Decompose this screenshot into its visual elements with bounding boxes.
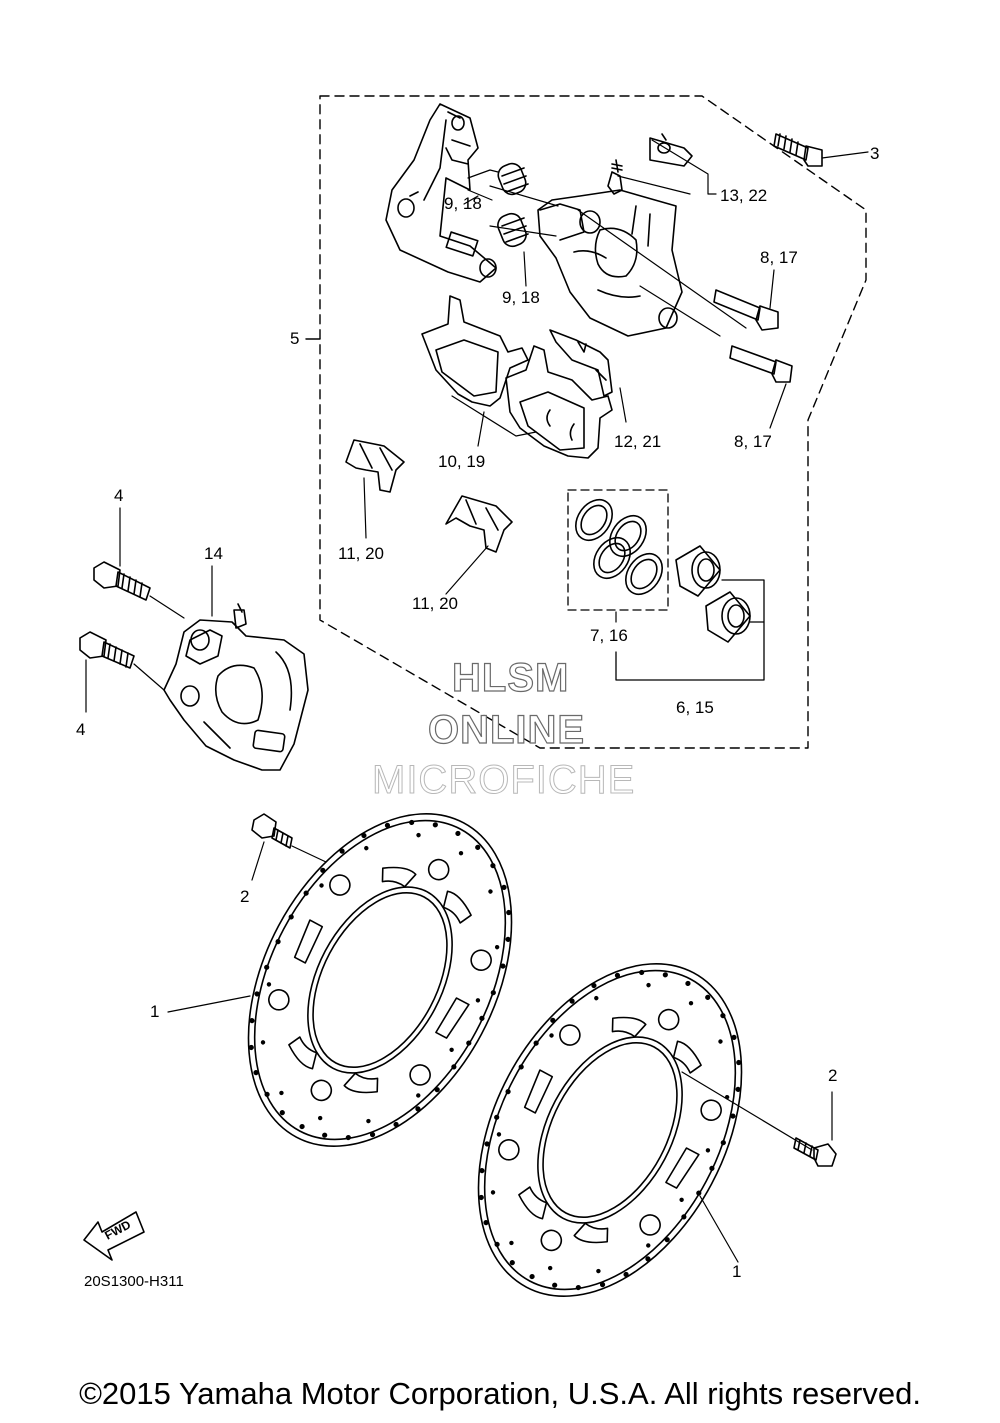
bolt-4-upper	[94, 562, 150, 600]
caliper-body-top	[538, 190, 682, 336]
brake-disc-lower	[425, 919, 795, 1341]
piston-lower	[706, 592, 750, 642]
callout-13-22: 13, 22	[720, 186, 768, 205]
pad-spring-upper	[346, 440, 404, 492]
callout-9-18-lower: 9, 18	[502, 288, 540, 307]
disc-lower-holes	[478, 969, 742, 1291]
callout-9-18-upper: 9, 18	[444, 194, 482, 213]
callout-10-19: 10, 19	[438, 452, 486, 471]
piston-bracket-line	[616, 580, 764, 680]
watermark-line2: ONLINE	[427, 707, 586, 752]
seal-kit-box	[568, 490, 668, 610]
piston-seals	[568, 493, 669, 601]
callout-12-21: 12, 21	[614, 432, 662, 451]
pin-8-upper	[714, 290, 778, 330]
leader-lines	[86, 140, 868, 1262]
caliper-assembly-left	[164, 604, 308, 770]
callout-6-15: 6, 15	[676, 698, 714, 717]
brake-pad-right	[506, 346, 612, 458]
watermark-line1: HLSM	[451, 655, 570, 700]
callout-7-16: 7, 16	[590, 626, 628, 645]
watermark-line3: MICROFICHE	[371, 758, 636, 803]
bolt-3	[774, 134, 822, 166]
piston-upper	[676, 546, 720, 596]
copyright-notice: ©2015 Yamaha Motor Corporation, U.S.A. A…	[79, 1376, 921, 1411]
disc-bolt-lower	[794, 1138, 836, 1166]
callout-4-upper: 4	[114, 486, 124, 505]
brake-disc-upper	[195, 769, 565, 1191]
callout-4-lower: 4	[76, 720, 86, 739]
dust-boot-lower	[495, 211, 529, 250]
disc-upper-holes	[248, 819, 512, 1141]
callout-8-17-lower: 8, 17	[734, 432, 772, 451]
caliper-bracket	[386, 104, 496, 282]
pad-shim	[550, 330, 612, 396]
dust-boot-upper	[495, 161, 528, 198]
pin-8-lower	[730, 346, 792, 382]
bleeder-screw	[608, 134, 692, 194]
callout-2-lower: 2	[828, 1066, 838, 1085]
callout-1-lower: 1	[732, 1262, 742, 1281]
callout-11-20-lower: 11, 20	[412, 594, 459, 613]
callout-11-20-upper: 11, 20	[338, 544, 385, 563]
fwd-arrow-icon	[84, 1212, 144, 1260]
assembly-boundary	[320, 96, 866, 748]
callout-3: 3	[870, 144, 880, 163]
callout-8-17-upper: 8, 17	[760, 248, 798, 267]
callout-1-upper: 1	[150, 1002, 160, 1021]
diagram-code: 20S1300-H311	[84, 1273, 184, 1290]
callout-5: 5	[290, 329, 300, 348]
brake-pad-left	[422, 296, 528, 406]
pad-spring-lower	[446, 496, 512, 552]
callout-14: 14	[204, 544, 223, 563]
bolt-4-lower	[80, 632, 134, 668]
callout-2-upper: 2	[240, 887, 250, 906]
disc-bolt-upper	[252, 814, 292, 848]
